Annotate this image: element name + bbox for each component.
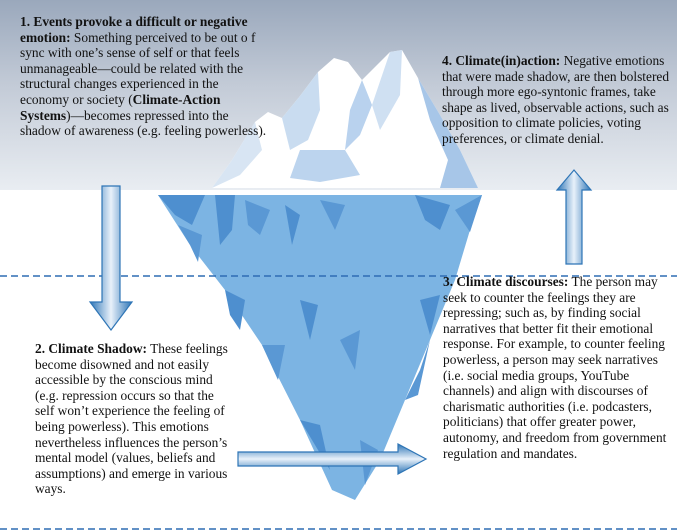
text-box-events: 1. Events provoke a difficult or negativ… — [20, 14, 270, 139]
discourses-text: The person may seek to counter the feeli… — [443, 274, 667, 461]
events-text-a: Something perceived to be out o f sync w… — [20, 29, 256, 107]
text-box-shadow: 2. Climate Shadow: These feelings become… — [35, 341, 235, 497]
text-box-discourses: 3. Climate discourses: The person may se… — [443, 274, 675, 461]
inaction-heading: 4. Climate(in)action: — [442, 53, 561, 68]
text-box-inaction: 4. Climate(in)action: Negative emotions … — [442, 53, 670, 147]
events-emphasis: Climate-Action Systems — [20, 91, 221, 123]
inaction-text: Negative emotions that were made shadow,… — [442, 53, 670, 146]
events-heading: 1. Events provoke a difficult or negativ… — [20, 14, 248, 45]
iceberg-tip — [212, 50, 478, 188]
events-text-b: )—becomes repressed into the shadow of a… — [20, 107, 267, 139]
right-arrow-icon — [237, 442, 428, 476]
down-arrow-icon — [88, 185, 134, 331]
shadow-text: These feelings become disowned and not e… — [35, 341, 228, 497]
discourses-heading: 3. Climate discourses: — [443, 274, 569, 289]
shadow-heading: 2. Climate Shadow: — [35, 341, 147, 356]
up-arrow-icon — [555, 169, 593, 265]
